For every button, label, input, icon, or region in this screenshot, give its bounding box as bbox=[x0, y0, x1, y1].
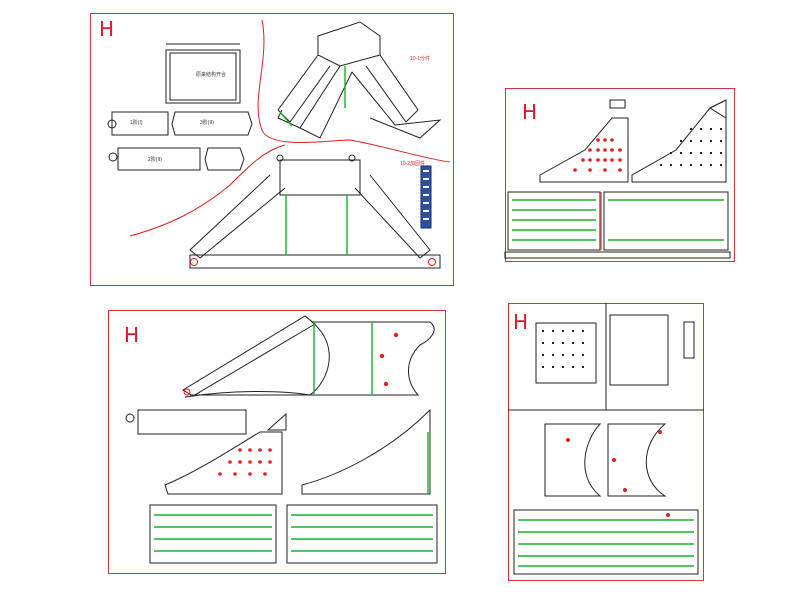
svg-text:3阶(II): 3阶(II) bbox=[200, 119, 214, 126]
sheet-label: H bbox=[124, 323, 140, 347]
svg-text:2阶(II): 2阶(II) bbox=[148, 156, 162, 163]
svg-text:10-1分件: 10-1分件 bbox=[410, 55, 430, 62]
svg-text:1阶(I): 1阶(I) bbox=[130, 119, 143, 126]
sheet-panel-ramp: H bbox=[108, 310, 446, 574]
svg-text:10-2加固件: 10-2加固件 bbox=[400, 160, 425, 167]
svg-text:原来结构开合: 原来结构开合 bbox=[196, 71, 226, 78]
sheet-panel-side-plates: H bbox=[505, 88, 735, 262]
sheet-label: H bbox=[513, 310, 529, 334]
sheet-label: H bbox=[99, 17, 115, 41]
sheet-label: H bbox=[522, 100, 538, 124]
